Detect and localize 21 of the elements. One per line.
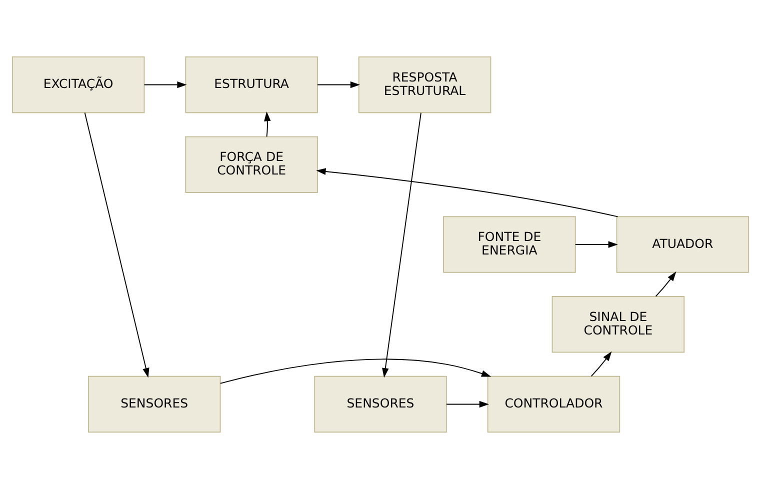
arrow <box>144 80 187 88</box>
node-box: FONTE DE ENERGIA <box>443 216 576 272</box>
node-box: SENSORES <box>88 375 221 432</box>
node-box: RESPOSTA ESTRUTURAL <box>358 56 492 113</box>
arrow <box>84 112 150 378</box>
arrow <box>317 80 360 88</box>
node-box: EXCITAÇÃO <box>12 56 145 113</box>
arrow <box>382 112 422 378</box>
node-box: ATUADOR <box>616 216 750 272</box>
arrow <box>220 358 492 384</box>
node-box: SINAL DE CONTROLE <box>552 295 685 352</box>
node-box: SENSORES <box>314 375 447 432</box>
node-box: FORÇA DE CONTROLE <box>185 136 318 193</box>
arrow <box>316 168 618 217</box>
arrow <box>655 271 676 296</box>
node-box: CONTROLADOR <box>487 375 620 432</box>
arrow <box>574 240 618 248</box>
arrow <box>590 350 612 376</box>
node-box: ESTRUTURA <box>185 56 318 113</box>
arrow <box>446 400 489 408</box>
arrow <box>264 111 271 137</box>
